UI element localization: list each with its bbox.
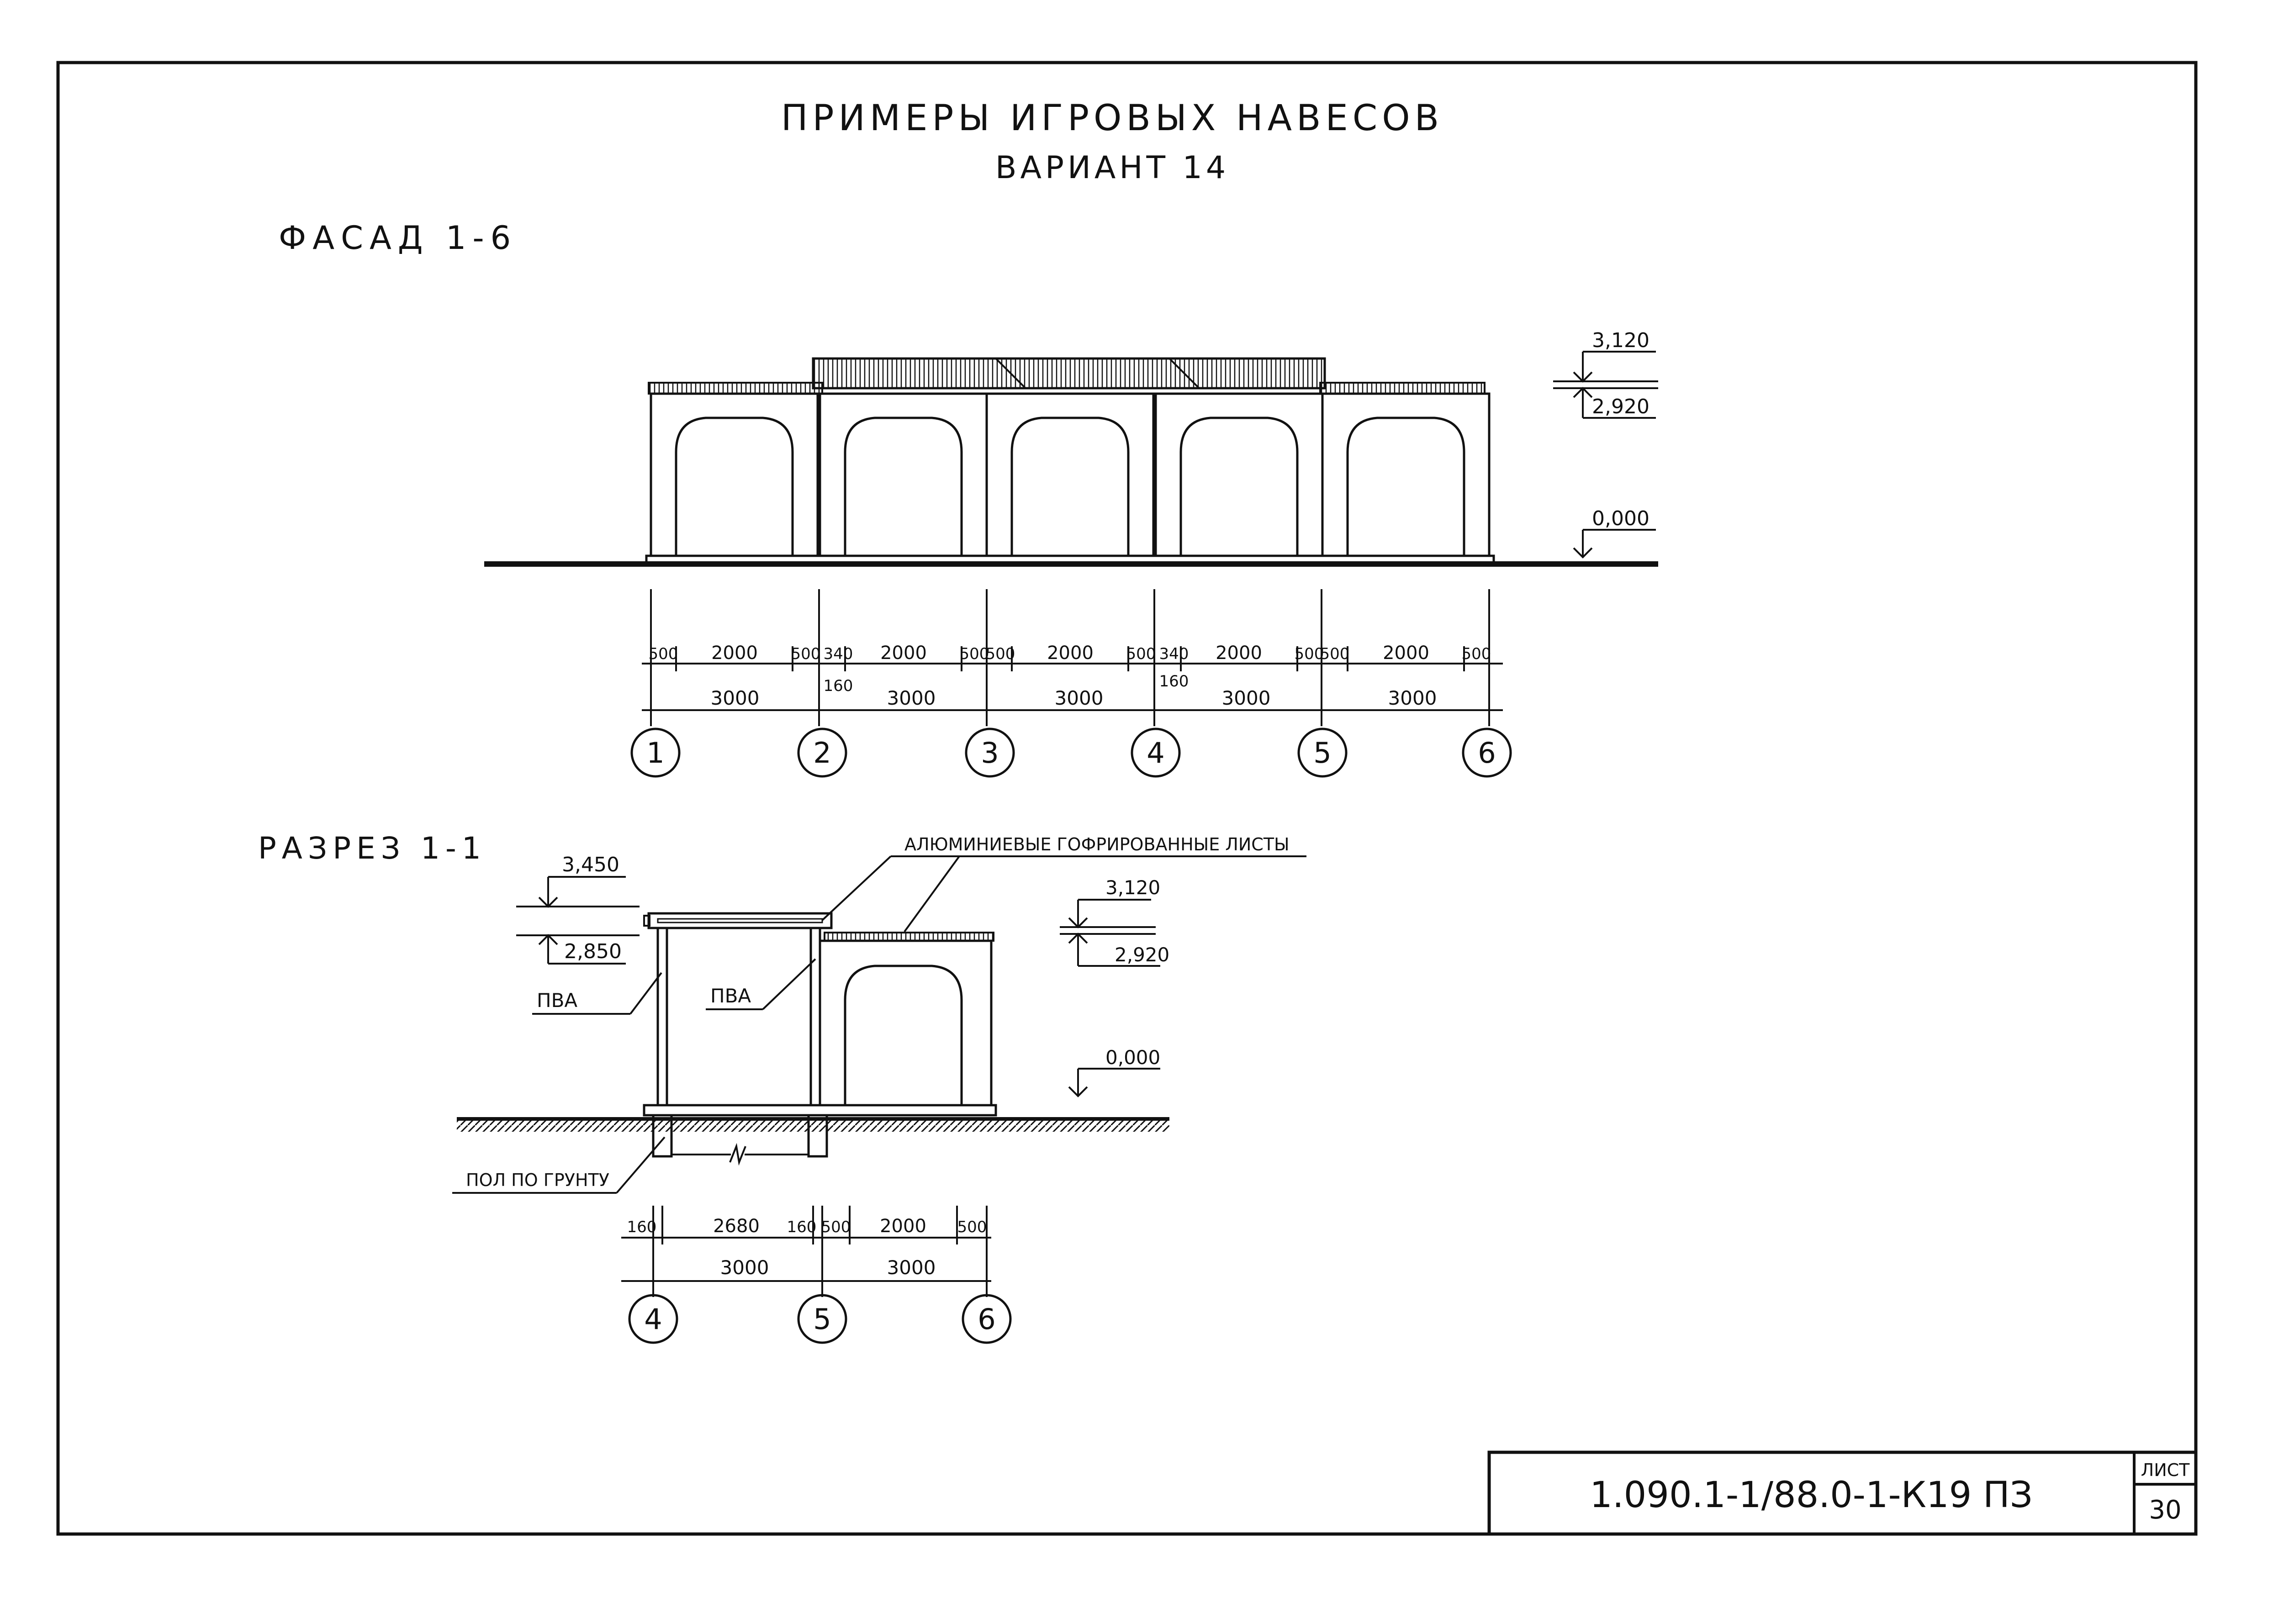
section-dimension-lines — [621, 1206, 991, 1297]
dim-text: 500 — [1320, 645, 1350, 663]
dim-text-small: 160 — [1159, 672, 1189, 691]
dim-text: 160 — [627, 1218, 657, 1236]
svg-text:2: 2 — [813, 736, 831, 770]
dim-text: 340 — [1159, 645, 1189, 663]
facade-raised-roof — [812, 357, 1326, 390]
facade-bay — [819, 392, 988, 557]
facade-level-ground: 0,000 — [1592, 507, 1650, 530]
dim-text: 500 — [1295, 645, 1324, 663]
section-level-top-right: 3,120 — [1105, 876, 1160, 899]
title-block — [1487, 1450, 2198, 1536]
facade-low-roof-right — [1319, 382, 1486, 395]
dim-text: 500 — [986, 645, 1015, 663]
dim-text: 2000 — [711, 643, 758, 664]
facade-bay — [985, 392, 1155, 557]
drawing-code: 1.090.1-1/88.0-1-К19 ПЗ — [1590, 1475, 2032, 1516]
svg-text:4: 4 — [1147, 736, 1164, 770]
axis-marker-6: 6 — [1462, 728, 1512, 778]
dim-text: 500 — [1462, 645, 1491, 663]
section-level-mid-right: 2,920 — [1115, 944, 1169, 966]
dim-text: 3000 — [887, 1256, 936, 1279]
pva-label-right: ПВА — [710, 985, 751, 1007]
axis-marker-1: 1 — [630, 728, 681, 778]
section-level-marks-left — [516, 876, 640, 965]
dim-text: 3000 — [1055, 687, 1104, 709]
floor-note: ПОЛ ПО ГРУНТУ — [466, 1170, 609, 1190]
dim-text: 2000 — [1047, 643, 1094, 664]
facade-bay — [1321, 392, 1491, 557]
facade-base-slab — [645, 554, 1495, 565]
dim-text: 3000 — [720, 1256, 769, 1279]
dim-text: 3000 — [1388, 687, 1437, 709]
dim-text: 2000 — [880, 643, 927, 664]
facade-bay — [1154, 392, 1324, 557]
dim-text: 500 — [649, 645, 678, 663]
axis-marker-4: 4 — [628, 1294, 678, 1344]
pva-label-left: ПВА — [537, 989, 577, 1012]
svg-text:5: 5 — [1313, 736, 1331, 770]
floor-note-leader — [452, 1136, 666, 1194]
section-label: РАЗРЕЗ 1-1 — [258, 831, 486, 866]
dim-text: 3000 — [887, 687, 936, 709]
dim-text: 3000 — [1222, 687, 1271, 709]
facade-bay — [650, 392, 819, 557]
svg-text:4: 4 — [644, 1302, 662, 1336]
svg-text:1: 1 — [646, 736, 664, 770]
sheet-label: ЛИСТ — [2141, 1460, 2190, 1480]
dim-text: 500 — [957, 1218, 987, 1236]
dim-text: 500 — [791, 645, 821, 663]
svg-text:5: 5 — [813, 1302, 831, 1336]
facade-level-top: 3,120 — [1592, 329, 1650, 352]
section-level-marks-right — [1060, 899, 1160, 1097]
dim-text: 500 — [1126, 645, 1156, 663]
axis-marker-4: 4 — [1131, 728, 1181, 778]
pva-leaders — [532, 958, 816, 1015]
drawing-title: ПРИМЕРЫ ИГРОВЫХ НАВЕСОВ — [781, 98, 1443, 139]
drawing-subtitle: ВАРИАНТ 14 — [995, 150, 1229, 186]
dim-text: 340 — [824, 645, 853, 663]
dim-text: 3000 — [711, 687, 760, 709]
facade-dimension-lines — [642, 589, 1503, 726]
sheet-number: 30 — [2149, 1495, 2181, 1525]
dim-text: 2000 — [1383, 643, 1429, 664]
roof-diagonal — [1168, 358, 1200, 389]
sheet-frame — [56, 61, 2198, 1536]
axis-marker-5: 5 — [797, 1294, 847, 1344]
dim-text: 160 — [787, 1218, 817, 1236]
axis-marker-2: 2 — [797, 728, 847, 778]
svg-text:6: 6 — [978, 1302, 995, 1336]
dim-text: 500 — [960, 645, 989, 663]
dim-text: 2680 — [713, 1216, 760, 1237]
section-level-mid-left: 2,850 — [564, 940, 622, 963]
roof-diagonal — [995, 358, 1026, 389]
section-structure — [643, 912, 997, 1166]
svg-text:3: 3 — [981, 736, 999, 770]
facade-label: ФАСАД 1-6 — [279, 219, 517, 257]
axis-marker-5: 5 — [1297, 728, 1348, 778]
dim-text: 500 — [821, 1218, 851, 1236]
section-level-ground-right: 0,000 — [1105, 1046, 1160, 1069]
axis-marker-6: 6 — [962, 1294, 1012, 1344]
section-level-top-left: 3,450 — [562, 853, 619, 876]
svg-text:6: 6 — [1478, 736, 1496, 770]
roof-callout: АЛЮМИНИЕВЫЕ ГОФРИРОВАННЫЕ ЛИСТЫ — [904, 834, 1290, 854]
facade-level-mid: 2,920 — [1592, 395, 1650, 418]
dim-text: 2000 — [880, 1216, 926, 1237]
dim-text: 2000 — [1216, 643, 1262, 664]
facade-level-marks — [1553, 351, 1658, 559]
facade-low-roof-left — [648, 382, 823, 395]
roof-callout-leader — [821, 855, 1306, 933]
axis-marker-3: 3 — [965, 728, 1015, 778]
dim-text-small: 160 — [824, 677, 853, 695]
section-ground-hatch — [457, 1119, 1169, 1132]
